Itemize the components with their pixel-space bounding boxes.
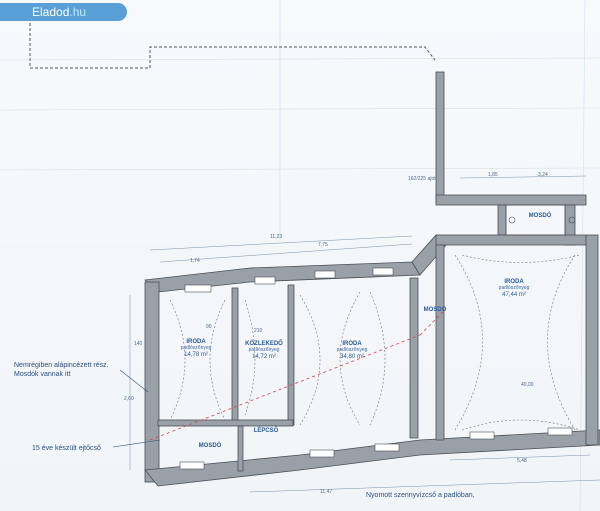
logo-brand: Eladod — [32, 5, 70, 19]
property-boundary — [29, 18, 436, 69]
dimension-value: 140 — [134, 341, 143, 347]
pipe-lines — [149, 309, 446, 441]
upper-right-rooms — [505, 204, 576, 236]
windows — [179, 267, 573, 470]
dimension-value: 210 — [254, 328, 263, 334]
dimension-value: 3,24 — [538, 172, 548, 178]
note-text: Nyomott szennyvízcső a padlóban, — [366, 492, 475, 499]
room-name: IRODA — [186, 339, 206, 345]
upper-walls — [435, 71, 587, 246]
room-labels: IRODA padlószőnyeg 14,78 m² KÖZLEKEDŐ pa… — [181, 211, 552, 449]
room-name: MOSDÓ — [424, 305, 447, 313]
note-text: 15 éve készült ejtőcső — [32, 445, 101, 452]
door-swings — [169, 254, 581, 431]
dimension-value: 40,00 — [521, 382, 534, 388]
eladod-logo-badge[interactable]: Eladod.hu — [0, 3, 127, 21]
room-area: 34,80 m² — [340, 354, 364, 360]
logo-domain: .hu — [69, 5, 87, 19]
note-text: Mosdók vannak itt — [14, 371, 70, 378]
room-sub: padlószőnyeg — [181, 345, 212, 351]
dimension-value: 5,48 — [517, 458, 527, 464]
dimension-value: 7,75 — [318, 242, 328, 248]
main-walls — [144, 234, 600, 487]
room-sub: padlószőnyeg — [499, 285, 530, 291]
room-area: 14,78 m² — [184, 352, 208, 358]
dimension-value: 11,47 — [320, 489, 332, 495]
note-pointer — [119, 369, 149, 393]
room-area: 14,72 m² — [252, 354, 276, 360]
room-area: 47,44 m² — [502, 292, 526, 298]
room-name: KÖZLEKEDŐ — [245, 340, 283, 347]
dimension-value: 90 — [206, 324, 212, 330]
annotations: Nemrégiben alápincézett rész. Mosdók van… — [14, 176, 475, 499]
room-sub: padlószőnyeg — [249, 347, 280, 353]
note-text: 162/225 ajtó — [408, 176, 436, 182]
dimension-value: 2,60 — [124, 396, 134, 402]
room-name: LÉPCSŐ — [254, 426, 279, 434]
room-sub: padlószőnyeg — [337, 347, 368, 353]
dimension-value: 11,23 — [270, 234, 282, 240]
room-name: MOSDÓ — [529, 211, 552, 219]
dimension-value: 1,74 — [190, 258, 200, 264]
dimension-lines — [129, 175, 600, 493]
dimension-value: 1,85 — [488, 172, 498, 178]
room-name: IRODA — [504, 279, 524, 285]
room-name: IRODA — [342, 341, 362, 347]
room-name: MOSDÓ — [199, 441, 222, 449]
dimension-labels: 11,23 7,75 1,85 3,24 5,48 11,47 140 2,60… — [124, 172, 548, 495]
note-text: Nemrégiben alápincézett rész. — [14, 362, 109, 369]
note-pointer — [112, 439, 161, 448]
